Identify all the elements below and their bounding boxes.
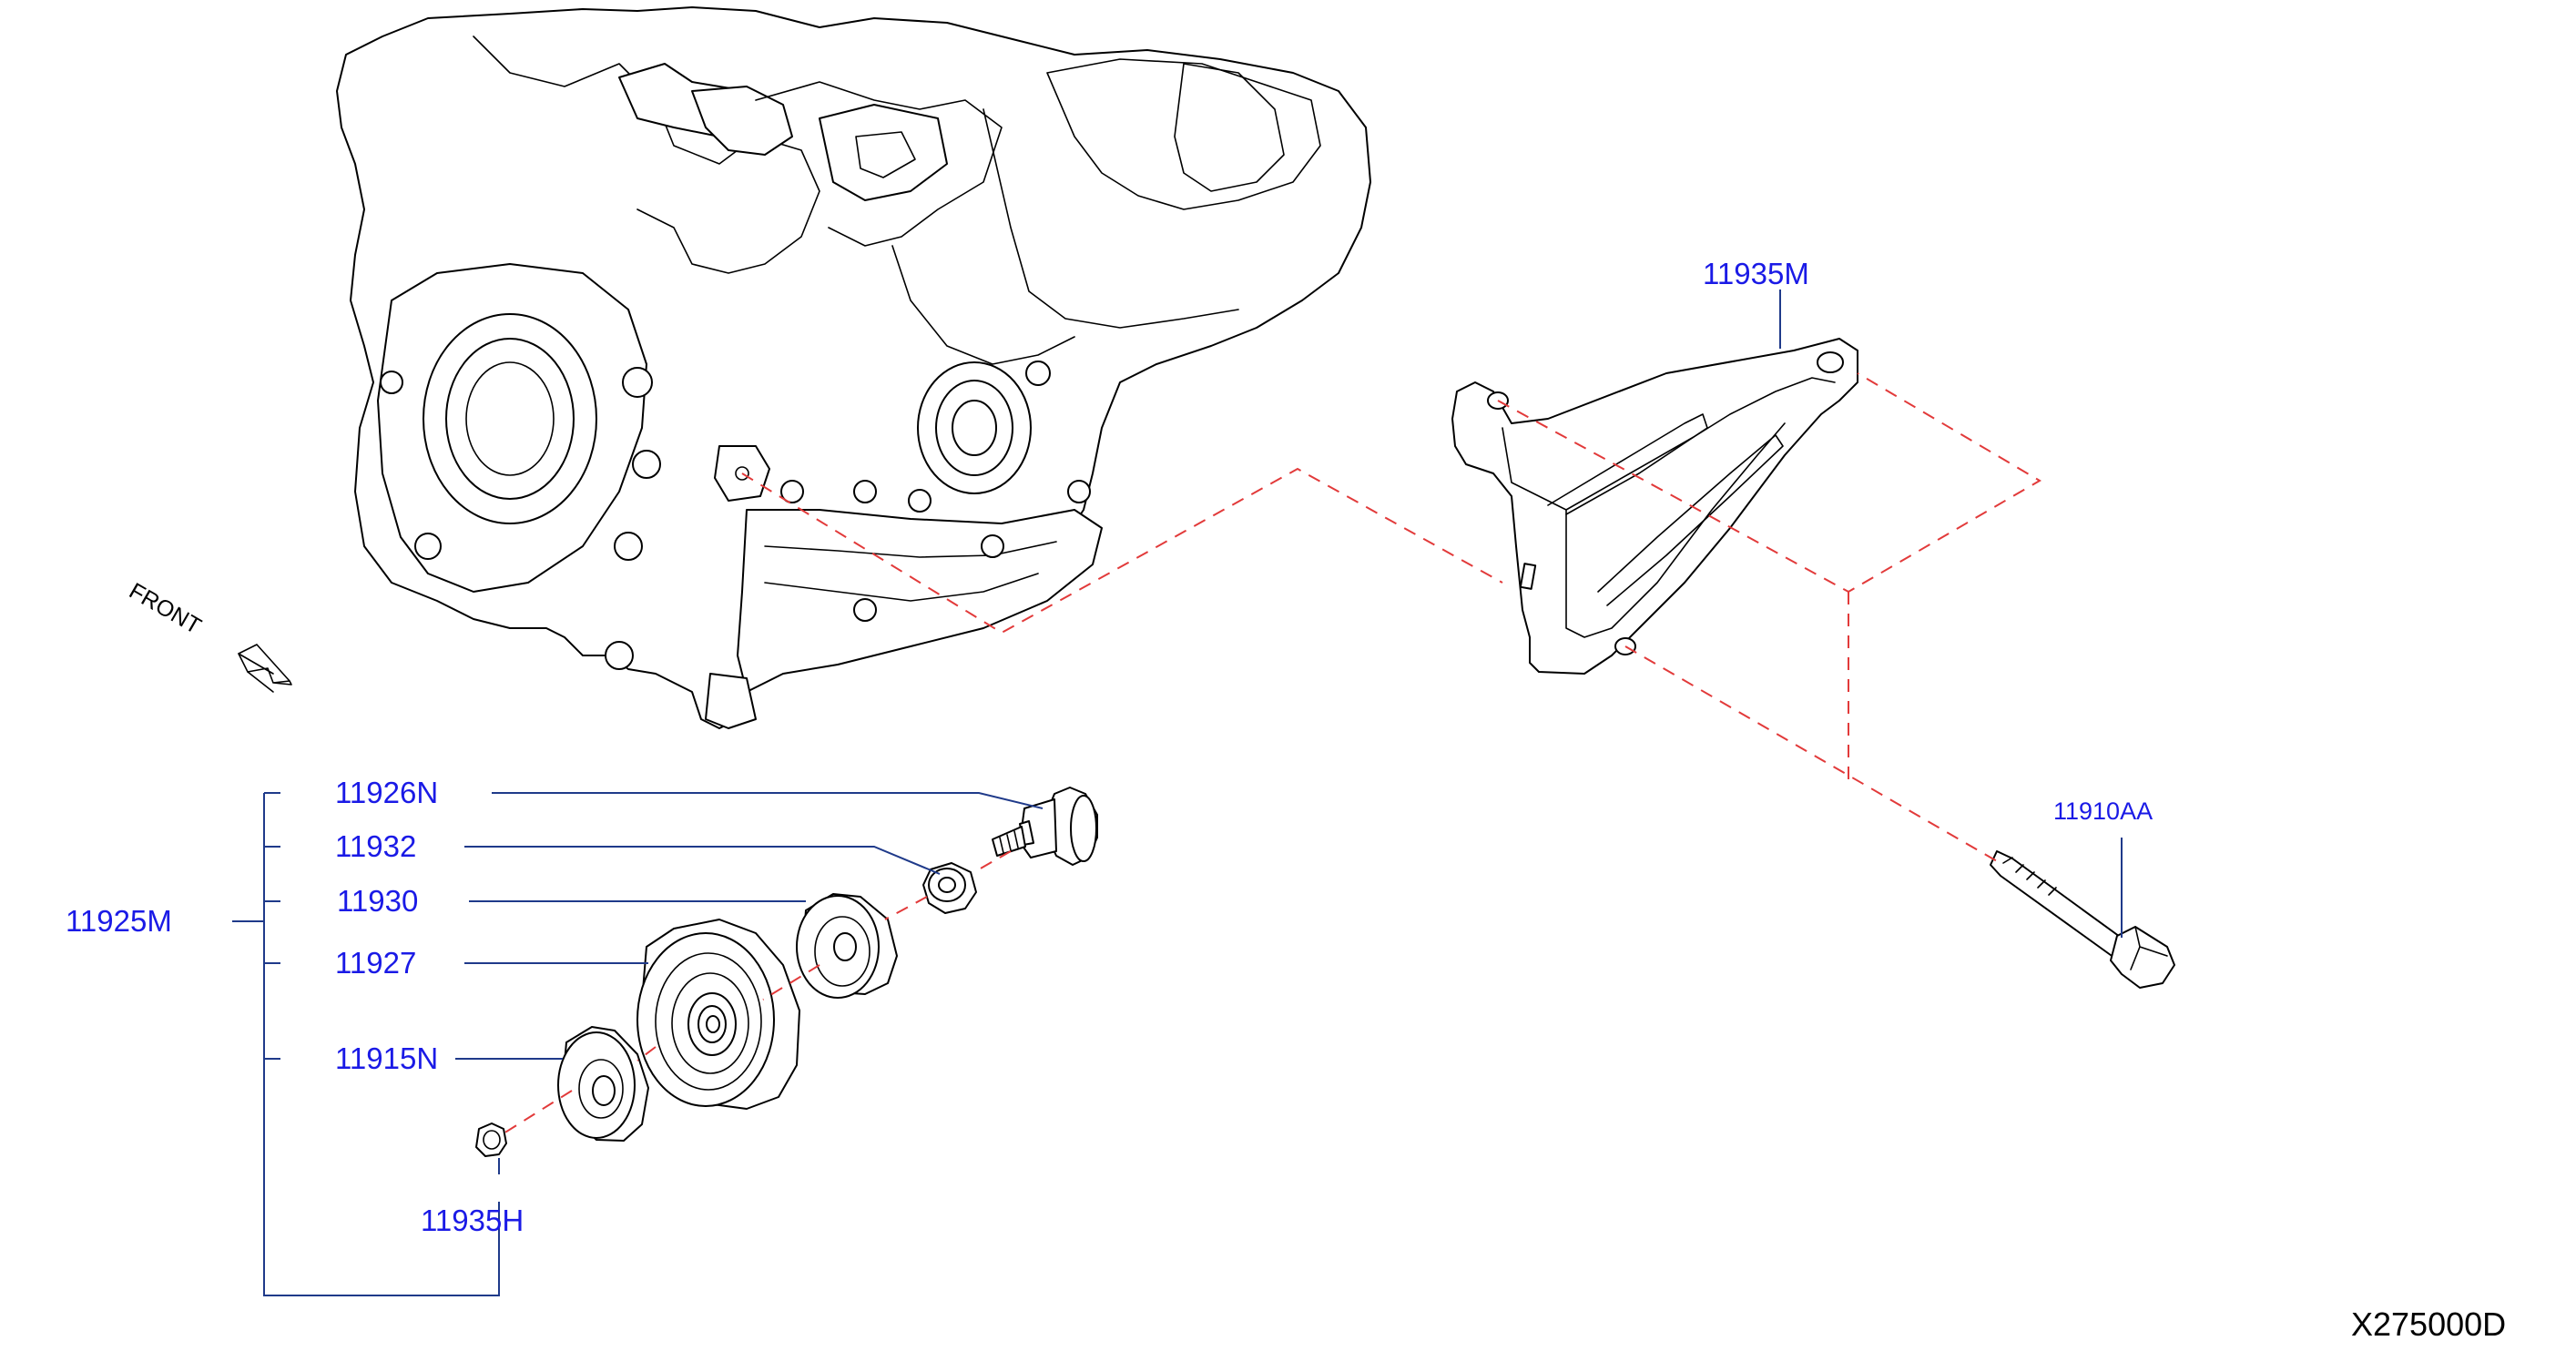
label-11935h: 11935H (421, 1204, 524, 1237)
bracket-11935m-drawing (1451, 338, 1858, 675)
label-11915n: 11915N (335, 1041, 438, 1075)
part-number-labels: 11935M 11910AA 11926N 11932 11930 11927 … (66, 257, 2153, 1237)
plate-11915n-drawing (557, 1026, 649, 1142)
label-11935m: 11935M (1703, 257, 1809, 290)
label-11932: 11932 (335, 829, 416, 863)
leader-lines (232, 290, 2123, 1296)
engine-block-drawing (336, 6, 1371, 729)
bolt-11910aa-drawing (1990, 850, 2175, 989)
nut-11935h-drawing (475, 1122, 507, 1157)
label-11910aa: 11910AA (2053, 797, 2153, 825)
label-11927: 11927 (335, 946, 416, 980)
water-pump-drawing (917, 361, 1032, 494)
diagram-reference-code: X275000D (2351, 1305, 2506, 1343)
front-indicator: FRONT (125, 578, 292, 693)
label-11930: 11930 (337, 884, 418, 918)
idler-pulley-11927-drawing (636, 919, 800, 1110)
spacer-11932-drawing (922, 862, 977, 914)
engine-bosses (380, 361, 1091, 670)
label-11925m: 11925M (66, 904, 172, 938)
bolt-11926n-drawing (992, 787, 1098, 866)
label-11926n: 11926N (335, 776, 438, 809)
washer-11930-drawing (796, 893, 898, 999)
assembly-guide-lines (503, 372, 2041, 1134)
front-label: FRONT (125, 578, 206, 639)
